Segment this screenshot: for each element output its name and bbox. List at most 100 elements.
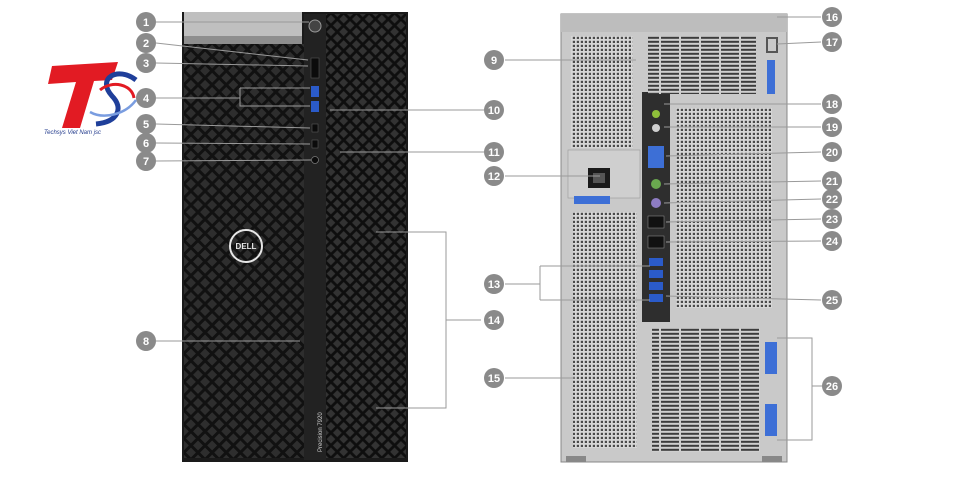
svg-text:15: 15 [488, 373, 500, 385]
svg-text:19: 19 [826, 122, 838, 134]
leader-lines [155, 16, 822, 441]
callout-7: 7 [136, 151, 156, 171]
front-view: DELL Precision 7920 [182, 12, 408, 462]
front-grille-left [184, 44, 304, 458]
svg-text:8: 8 [143, 336, 149, 348]
psu-release-tab[interactable] [574, 196, 610, 204]
ps2-mouse-port[interactable] [651, 179, 661, 189]
callout-20: 20 [822, 142, 842, 162]
sd-card-slot[interactable] [310, 57, 320, 79]
svg-text:2: 2 [143, 38, 149, 50]
usb-port-1[interactable] [311, 86, 319, 97]
lower-expansion-slots [652, 328, 760, 452]
svg-text:1: 1 [143, 17, 149, 29]
callout-18: 18 [822, 94, 842, 114]
ethernet-port-2[interactable] [647, 235, 665, 249]
ps2-keyboard-port[interactable] [651, 198, 661, 208]
callout-19: 19 [822, 117, 842, 137]
drive-latch-lower-2[interactable] [765, 404, 777, 436]
svg-text:4: 4 [143, 93, 150, 105]
svg-text:13: 13 [488, 279, 500, 291]
svg-text:7: 7 [143, 156, 149, 168]
rear-view [560, 13, 788, 463]
lower-left-vent [573, 212, 637, 448]
svg-text:12: 12 [488, 171, 500, 183]
usb-c-port-2[interactable] [311, 139, 319, 149]
logo-red-swoosh [99, 82, 136, 99]
audio-line-out[interactable] [652, 110, 660, 118]
callout-12: 12 [484, 166, 504, 186]
svg-text:5: 5 [143, 119, 149, 131]
callout-5: 5 [136, 114, 156, 134]
rear-foot-left [566, 456, 586, 462]
svg-text:9: 9 [491, 55, 497, 67]
callout-10: 10 [484, 100, 504, 120]
callout-22: 22 [822, 189, 842, 209]
callout-24: 24 [822, 231, 842, 251]
callout-15: 15 [484, 368, 504, 388]
psu-vent-top [571, 36, 633, 148]
callout-4: 4 [136, 88, 156, 108]
callouts: 1 2 3 4 5 6 7 8 9 10 11 12 13 14 15 16 1… [136, 7, 842, 396]
svg-text:10: 10 [488, 105, 500, 117]
drive-latch-top[interactable] [767, 60, 775, 94]
svg-text:3: 3 [143, 58, 149, 70]
callout-6: 6 [136, 133, 156, 153]
callout-16: 16 [822, 7, 842, 27]
logo-s-swoosh [95, 71, 138, 127]
svg-text:18: 18 [826, 99, 838, 111]
logo-container: Techsys Viet Nam jsc [44, 60, 144, 140]
usb-rear-3[interactable] [649, 282, 663, 290]
svg-text:17: 17 [826, 37, 838, 49]
rear-main-vent [676, 108, 772, 308]
serial-port[interactable] [648, 146, 664, 168]
front-grille-right [326, 14, 406, 458]
svg-text:21: 21 [826, 176, 838, 188]
usb-c-port-1[interactable] [311, 123, 319, 133]
callout-14: 14 [484, 310, 504, 330]
callout-9: 9 [484, 50, 504, 70]
techsys-logo [48, 62, 138, 128]
logo-tagline: Techsys Viet Nam jsc [44, 130, 102, 136]
callout-23: 23 [822, 209, 842, 229]
usb-port-2[interactable] [311, 101, 319, 112]
callout-13: 13 [484, 274, 504, 294]
audio-line-in[interactable] [652, 124, 660, 132]
svg-text:16: 16 [826, 12, 838, 24]
callout-1: 1 [136, 12, 156, 32]
callout-25: 25 [822, 290, 842, 310]
callout-2: 2 [136, 33, 156, 53]
callout-26: 26 [822, 376, 842, 396]
callout-11: 11 [484, 142, 504, 162]
svg-text:22: 22 [826, 194, 838, 206]
logo-t-shape [48, 62, 118, 128]
rear-foot-right [762, 456, 782, 462]
svg-text:6: 6 [143, 138, 149, 150]
power-button-icon[interactable] [308, 19, 322, 33]
ethernet-port-1[interactable] [647, 215, 665, 229]
dell-logo [229, 229, 263, 263]
svg-text:11: 11 [488, 147, 500, 159]
rear-top-bar [561, 14, 787, 32]
callout-21: 21 [822, 171, 842, 191]
callout-17: 17 [822, 32, 842, 52]
audio-jack[interactable] [311, 156, 319, 164]
svg-text:23: 23 [826, 214, 838, 226]
padlock-ring[interactable] [766, 37, 778, 53]
front-center-strip [304, 14, 326, 460]
callout-8: 8 [136, 331, 156, 351]
callout-3: 3 [136, 53, 156, 73]
usb-rear-2[interactable] [649, 270, 663, 278]
drive-latch-lower-1[interactable] [765, 342, 777, 374]
upper-expansion-slots [648, 36, 756, 94]
usb-rear-4[interactable] [649, 294, 663, 302]
svg-text:20: 20 [826, 147, 838, 159]
svg-text:24: 24 [826, 236, 839, 248]
usb-rear-1[interactable] [649, 258, 663, 266]
svg-text:26: 26 [826, 381, 838, 393]
dell-logo-text: DELL [236, 242, 257, 251]
svg-text:25: 25 [826, 295, 838, 307]
svg-text:14: 14 [488, 315, 501, 327]
model-label: Precision 7920 [318, 412, 324, 452]
